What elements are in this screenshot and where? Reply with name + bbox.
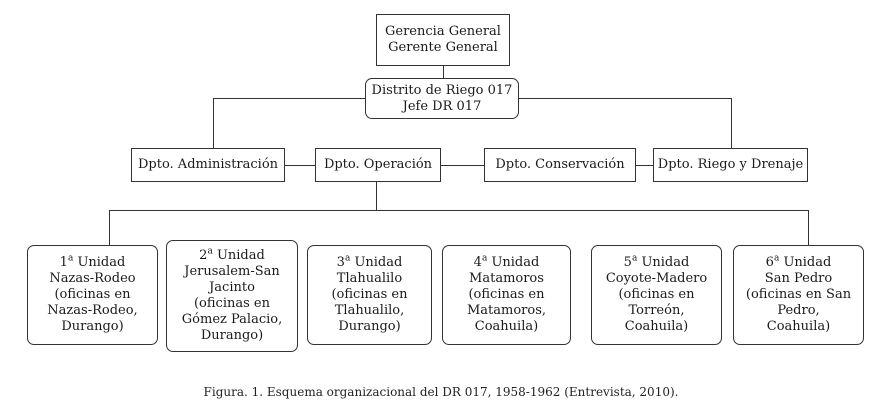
unit-box-3: 3a Unidad Tlahualilo (oficinas en Tlahua… [307, 245, 432, 345]
connector-riego-down [731, 98, 732, 148]
dpto-operacion-label: Dpto. Operación [323, 157, 433, 172]
gerencia-general-label: Gerencia General [385, 24, 501, 39]
connector-operacion-conservacion [441, 165, 484, 166]
unit-title-4: 4a Unidad [473, 253, 540, 270]
distrito-riego-label: Distrito de Riego 017 [371, 82, 513, 98]
connector-unit6-down [808, 210, 809, 245]
unit-title-5: 5a Unidad [623, 253, 690, 270]
distrito-riego-box: Distrito de Riego 017 Jefe DR 017 [365, 78, 519, 119]
dpto-operacion-box: Dpto. Operación [315, 148, 441, 182]
unit-body-1: Nazas-Rodeo (oficinas en Nazas-Rodeo, Du… [47, 271, 138, 334]
unit-body-6: San Pedro (oficinas en San Pedro, Coahui… [745, 271, 852, 334]
unit-title-2: 2a Unidad [199, 246, 265, 263]
jefe-dr-label: Jefe DR 017 [402, 98, 482, 114]
connector-admin-down [213, 98, 214, 148]
dpto-administracion-label: Dpto. Administración [137, 157, 279, 172]
gerencia-general-box: Gerencia General Gerente General [376, 14, 510, 66]
connector-conservacion-riego [636, 165, 653, 166]
connector-operacion-down [376, 181, 377, 211]
connector-gerencia-distrito [443, 66, 444, 78]
unit-box-6: 6a Unidad San Pedro (oficinas en San Ped… [733, 245, 864, 345]
unit-body-5: Coyote-Madero (oficinas en Torreón, Coah… [605, 271, 708, 334]
unit-title-1: 1a Unidad [59, 253, 126, 270]
connector-admin-operacion [285, 165, 315, 166]
connector-unit1-down [109, 210, 110, 245]
dpto-riego-drenaje-box: Dpto. Riego y Drenaje [653, 148, 808, 182]
gerente-general-label: Gerente General [388, 40, 498, 55]
dpto-riego-drenaje-label: Dpto. Riego y Drenaje [657, 157, 804, 172]
dpto-administracion-box: Dpto. Administración [131, 148, 285, 182]
unit-title-6: 6a Unidad [765, 253, 832, 270]
connector-units-hbar [109, 210, 808, 211]
dpto-conservacion-label: Dpto. Conservación [495, 157, 625, 172]
unit-title-3: 3a Unidad [336, 253, 403, 270]
unit-box-1: 1a Unidad Nazas-Rodeo (oficinas en Nazas… [27, 245, 158, 345]
unit-box-5: 5a Unidad Coyote-Madero (oficinas en Tor… [591, 245, 722, 345]
figure-caption: Figura. 1. Esquema organizacional del DR… [203, 385, 679, 399]
dpto-conservacion-box: Dpto. Conservación [484, 148, 636, 182]
unit-body-2: Jerusalem-San Jacinto (oficinas en Gómez… [181, 264, 283, 343]
unit-body-3: Tlahualilo (oficinas en Tlahualilo, Dura… [331, 271, 408, 334]
unit-body-4: Matamoros (oficinas en Matamoros, Coahui… [466, 271, 547, 334]
unit-box-4: 4a Unidad Matamoros (oficinas en Matamor… [442, 245, 571, 345]
unit-box-2: 2a Unidad Jerusalem-San Jacinto (oficina… [166, 240, 298, 352]
